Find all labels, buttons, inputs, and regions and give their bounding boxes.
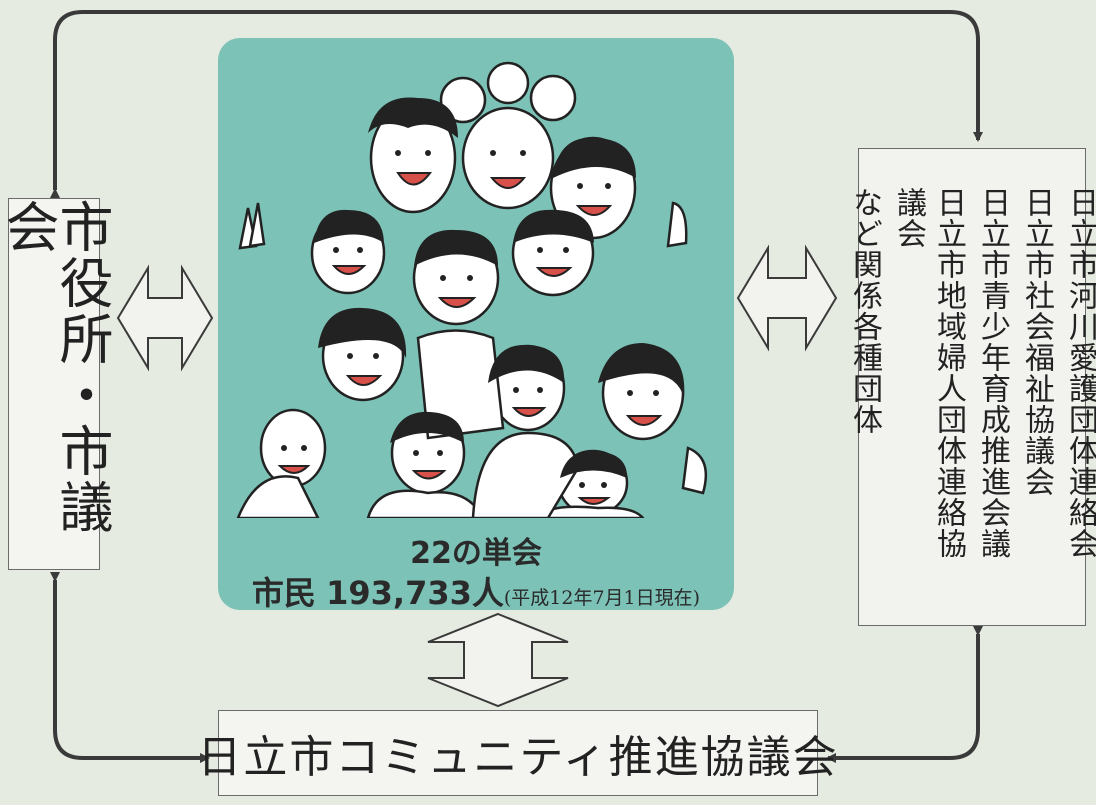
org-line: 日立市地域婦人団体連絡協議会	[891, 187, 966, 559]
unit-association-count: 22の単会	[410, 536, 542, 571]
citizen-population: 市民 193,733人(平成12年7月1日現在)	[218, 568, 734, 614]
left-double-arrow	[116, 264, 214, 372]
right-double-arrow	[736, 244, 838, 352]
city-hall-council-label: 市役所・市議会	[0, 199, 113, 535]
top-loop-connector	[50, 10, 983, 198]
org-line: など関係各種団体	[847, 187, 882, 435]
bottom-left-connector	[50, 572, 210, 763]
related-organizations-box: 日立市河川愛護団体連絡会 日立市社会福祉協議会 日立市青少年育成推進会議 日立市…	[847, 148, 1096, 626]
org-line: 日立市河川愛護団体連絡会	[1063, 187, 1096, 559]
vertical-double-arrow	[427, 612, 569, 708]
citizen-count: 193,733人	[326, 574, 504, 612]
bottom-right-connector	[826, 626, 983, 763]
citizen-label: 市民	[251, 574, 316, 612]
community-council-label: 日立市コミュニティ推進協議会	[197, 732, 839, 783]
population-date: (平成12年7月1日現在)	[503, 587, 701, 609]
citizens-panel: 22の単会 市民 193,733人(平成12年7月1日現在)	[218, 38, 734, 612]
community-council-box: 日立市コミュニティ推進協議会	[197, 710, 837, 796]
org-line: 日立市社会福祉協議会	[1019, 187, 1054, 497]
org-line: 日立市青少年育成推進会議	[975, 187, 1010, 559]
city-hall-council-box: 市役所・市議会	[0, 198, 113, 570]
crowd-illustration	[236, 61, 708, 518]
